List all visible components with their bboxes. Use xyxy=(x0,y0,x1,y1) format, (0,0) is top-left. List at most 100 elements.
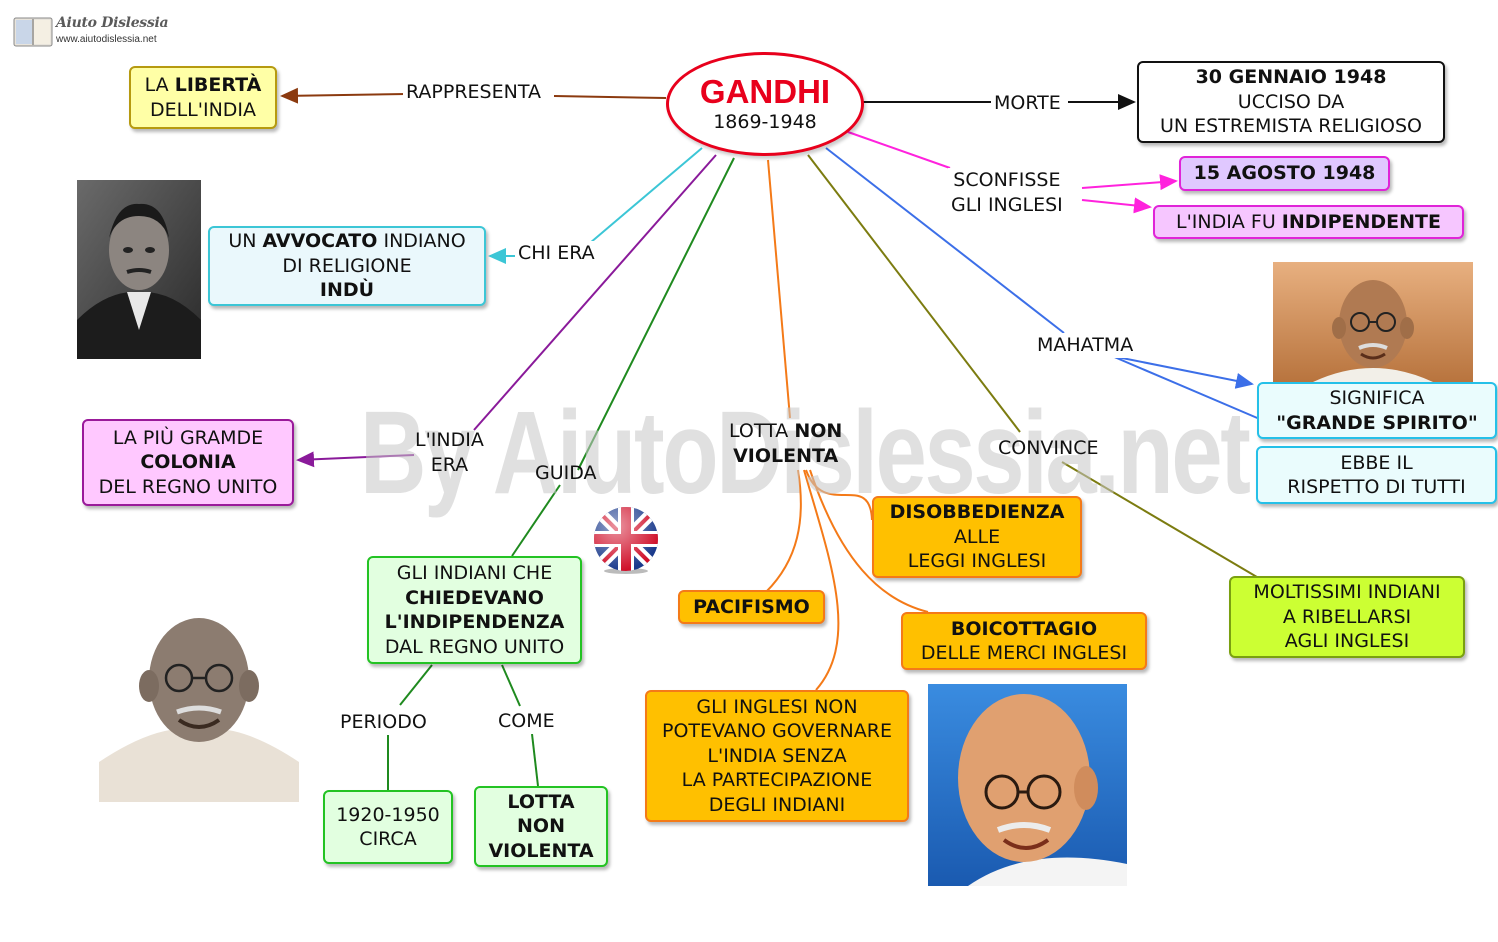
photo-gandhi-sepia xyxy=(99,602,299,802)
node-rispetto-line2: RISPETTO DI TUTTI xyxy=(1287,476,1466,498)
node-inglesi-line2: POTEVANO GOVERNARE xyxy=(662,720,892,743)
watermark: By AiutoDislessia.net xyxy=(360,387,1251,519)
label-chi-era: CHI ERA xyxy=(515,241,598,266)
node-come-line3: VIOLENTA xyxy=(488,839,594,862)
book-icon xyxy=(13,17,53,47)
label-sconfisse-line1: SCONFISSE xyxy=(953,169,1061,191)
node-inglesi[interactable]: GLI INGLESI NON POTEVANO GOVERNARE L'IND… xyxy=(645,690,909,822)
node-rispetto[interactable]: EBBE IL RISPETTO DI TUTTI xyxy=(1256,446,1497,504)
label-india-era-line2: ERA xyxy=(430,453,469,476)
node-disobbedienza-line3: LEGGI INGLESI xyxy=(907,550,1047,573)
node-pacifismo[interactable]: PACIFISMO xyxy=(678,590,825,624)
node-avvocato-line3: INDÙ xyxy=(319,279,375,302)
node-moltissimi[interactable]: MOLTISSIMI INDIANI A RIBELLARSI AGLI ING… xyxy=(1229,576,1465,658)
node-avvocato-text-c: INDIANO xyxy=(377,230,466,253)
node-rispetto-line1: EBBE IL xyxy=(1340,451,1413,474)
node-liberta[interactable]: LA LIBERTÀ DELL'INDIA xyxy=(129,66,277,129)
node-indipendente-text-a: L'INDIA FU xyxy=(1176,210,1282,233)
node-moltissimi-line3: AGLI INGLESI xyxy=(1284,630,1410,653)
link-india-era xyxy=(296,154,717,468)
node-come[interactable]: LOTTA NON VIOLENTA xyxy=(474,786,608,867)
node-boicottaggio-line2: DELLE MERCI INGLESI xyxy=(920,642,1128,664)
label-mahatma: MAHATMA xyxy=(1034,333,1137,358)
label-morte: MORTE xyxy=(991,91,1064,116)
label-lotta-word1: LOTTA xyxy=(729,420,789,442)
link-rappresenta xyxy=(280,87,667,104)
photo-gandhi-smiling-top xyxy=(1273,262,1473,382)
label-convince: CONVINCE xyxy=(998,437,1099,459)
node-inglesi-line1: GLI INGLESI NON xyxy=(696,695,858,718)
logo[interactable]: Aiuto Dislessia www.aiutodislessia.net xyxy=(12,14,172,50)
label-lotta-word2: NON xyxy=(794,420,843,442)
label-rappresenta: RAPPRESENTA xyxy=(403,80,544,105)
node-indiani-line2: CHIEDEVANO xyxy=(405,586,544,609)
node-inglesi-line5: DEGLI INDIANI xyxy=(708,793,846,816)
node-disobbedienza-line2: ALLE xyxy=(953,525,1001,548)
node-significa[interactable]: SIGNIFICA "GRANDE SPIRITO" xyxy=(1257,382,1497,439)
link-chi-era xyxy=(488,147,703,264)
logo-name: Aiuto Dislessia xyxy=(56,15,169,31)
photo-young-gandhi xyxy=(77,180,201,359)
node-morte-line2: UCCISO DA xyxy=(1237,90,1345,113)
node-inglesi-line4: LA PARTECIPAZIONE xyxy=(681,769,873,792)
center-title: GANDHI xyxy=(699,73,831,110)
node-disobbedienza-line1: DISOBBEDIENZA xyxy=(889,501,1065,524)
node-colonia[interactable]: LA PIÙ GRAMDE COLONIA DEL REGNO UNITO xyxy=(82,419,294,506)
label-periodo: PERIODO xyxy=(337,710,430,735)
label-india-era: L'INDIA ERA xyxy=(412,428,487,477)
node-morte[interactable]: 30 GENNAIO 1948 UCCISO DA UN ESTREMISTA … xyxy=(1137,61,1445,143)
node-significa-line2: "GRANDE SPIRITO" xyxy=(1276,411,1478,434)
node-liberta-text-b: LIBERTÀ xyxy=(174,74,262,96)
node-avvocato[interactable]: UN AVVOCATO INDIANO DI RELIGIONE INDÙ xyxy=(208,226,486,306)
node-disobbedienza[interactable]: DISOBBEDIENZA ALLE LEGGI INGLESI xyxy=(872,496,1082,578)
link-sconfisse xyxy=(847,131,1178,214)
node-morte-date: 30 GENNAIO 1948 xyxy=(1195,66,1387,89)
node-colonia-line2: COLONIA xyxy=(140,451,236,474)
node-avvocato-text-a: UN xyxy=(228,230,263,253)
node-morte-line3: UN ESTREMISTA RELIGIOSO xyxy=(1160,115,1422,138)
logo-url: www.aiutodislessia.net xyxy=(56,34,157,45)
node-boicottaggio[interactable]: BOICOTTAGIO DELLE MERCI INGLESI xyxy=(901,612,1147,670)
node-liberta-text-c: DELL'INDIA xyxy=(149,98,257,121)
link-guida xyxy=(387,157,735,790)
node-colonia-line3: DEL REGNO UNITO xyxy=(98,475,278,498)
node-moltissimi-line1: MOLTISSIMI INDIANI xyxy=(1253,581,1441,604)
center-years: 1869-1948 xyxy=(713,111,817,133)
link-mahatma xyxy=(825,147,1263,421)
node-agosto-date: 15 AGOSTO 1948 xyxy=(1193,162,1376,185)
node-come-line2: NON xyxy=(517,815,565,838)
label-lotta-non-violenta: LOTTA NON VIOLENTA xyxy=(726,419,845,468)
link-convince xyxy=(807,154,1263,581)
node-indipendente-text-b: INDIPENDENTE xyxy=(1281,210,1441,233)
node-liberta-text-a: LA xyxy=(144,74,175,96)
label-sconfisse: SCONFISSE GLI INGLESI xyxy=(948,168,1066,217)
label-guida: GUIDA xyxy=(535,462,597,484)
node-periodo-line1: 1920-1950 xyxy=(336,803,440,826)
node-periodo-line2: CIRCA xyxy=(359,828,417,850)
photo-gandhi-painting xyxy=(928,684,1127,886)
node-indiani-line3: L'INDIPENDENZA xyxy=(384,611,565,633)
node-inglesi-line3: L'INDIA SENZA xyxy=(707,744,847,767)
label-sconfisse-line2: GLI INGLESI xyxy=(951,193,1063,216)
node-moltissimi-line2: A RIBELLARSI xyxy=(1282,605,1412,628)
uk-flag-icon xyxy=(592,505,660,575)
link-lotta xyxy=(765,159,929,691)
node-indiani-line4: DAL REGNO UNITO xyxy=(384,635,565,658)
node-indipendente[interactable]: L'INDIA FU INDIPENDENTE xyxy=(1153,205,1464,239)
node-significa-line1: SIGNIFICA xyxy=(1329,387,1425,409)
node-indiani[interactable]: GLI INDIANI CHE CHIEDEVANO L'INDIPENDENZ… xyxy=(367,556,582,664)
center-node[interactable]: GANDHI 1869-1948 xyxy=(666,52,864,156)
node-indiani-line1: GLI INDIANI CHE xyxy=(396,562,553,584)
label-india-era-line1: L'INDIA xyxy=(415,429,484,451)
node-pacifismo-label: PACIFISMO xyxy=(693,595,810,618)
node-agosto[interactable]: 15 AGOSTO 1948 xyxy=(1179,156,1390,191)
node-avvocato-text-b: AVVOCATO xyxy=(262,230,378,253)
node-come-line1: LOTTA xyxy=(507,790,575,813)
label-lotta-word3: VIOLENTA xyxy=(733,444,839,467)
node-boicottaggio-line1: BOICOTTAGIO xyxy=(950,617,1098,640)
node-colonia-line1: LA PIÙ GRAMDE xyxy=(112,426,264,449)
label-come: COME xyxy=(495,709,558,734)
node-periodo[interactable]: 1920-1950 CIRCA xyxy=(323,790,453,864)
node-avvocato-line2: DI RELIGIONE xyxy=(282,254,412,277)
